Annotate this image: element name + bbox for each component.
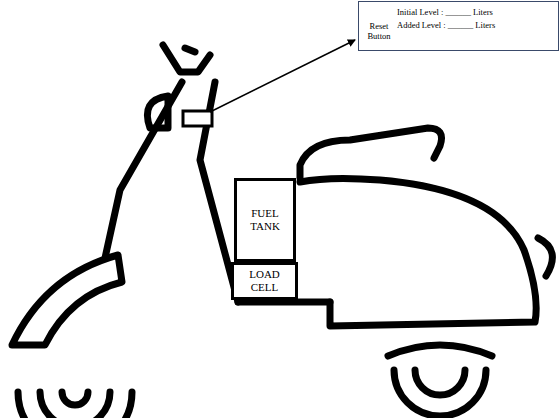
handlebar	[163, 45, 210, 72]
display-panel: Reset ButtonInitial Level : ______ Liter…	[358, 1, 559, 51]
rear-body	[300, 178, 536, 326]
tail-light	[538, 238, 552, 276]
fuel-tank-box: FUEL TANK	[234, 178, 296, 262]
front-wheel-inner	[40, 392, 110, 418]
front-hub	[62, 392, 88, 405]
rear-wheel-inner	[415, 370, 465, 395]
handle-grip	[185, 48, 195, 52]
rear-wheel	[394, 370, 486, 416]
panel-label: Reset Button	[362, 22, 396, 42]
box-label: LOAD CELL	[237, 268, 292, 294]
load-cell-box: LOAD CELL	[231, 262, 298, 300]
front-fender	[12, 255, 122, 345]
front-shield-outer	[105, 82, 182, 258]
front-wheel	[18, 392, 132, 418]
box-label: FUEL TANK	[240, 207, 290, 233]
leader-arrow	[210, 40, 355, 112]
level-readout: Added Level : ______ Liters	[397, 21, 555, 31]
display-unit	[183, 111, 212, 126]
rear-fender	[388, 345, 492, 356]
level-readout: Initial Level : ______ Liters	[397, 8, 555, 18]
seat	[300, 128, 442, 178]
